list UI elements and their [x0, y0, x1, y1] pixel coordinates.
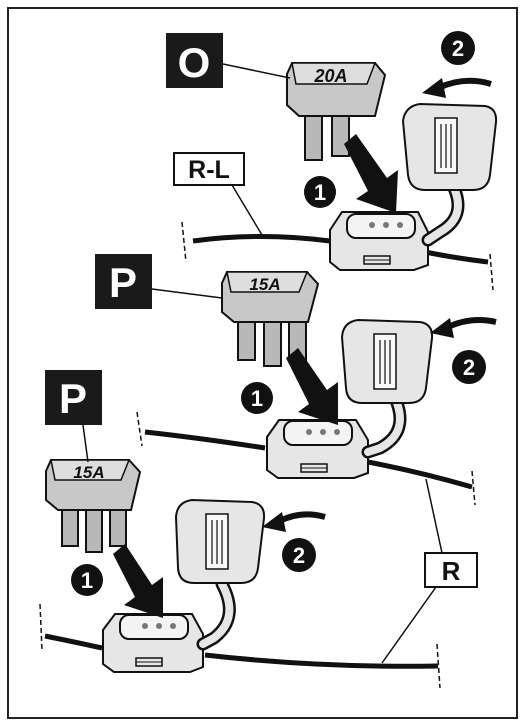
fuse-15a-bottom: 15A	[45, 459, 142, 553]
step-badge-2	[282, 538, 316, 572]
svg-text:1: 1	[251, 386, 263, 411]
svg-text:2: 2	[293, 543, 305, 568]
label-p-text: P	[109, 259, 137, 306]
fuse-holder-bottom	[102, 613, 204, 673]
fuse-holder-middle	[266, 419, 369, 479]
leader-line	[82, 424, 89, 463]
label-r-text: R	[442, 556, 461, 586]
step-badge-2	[441, 31, 475, 65]
label-box-r	[424, 552, 478, 588]
fuse-holder-cap-bottom	[174, 498, 266, 584]
curved-arrow-icon	[444, 317, 497, 331]
curved-arrow-icon	[436, 77, 492, 91]
fuse-holder-cap-middle	[340, 318, 434, 404]
fuse-rating-label: 20A	[313, 66, 347, 86]
curved-arrow-icon	[276, 511, 326, 525]
insert-arrow-icon	[344, 134, 398, 213]
leader-line	[222, 63, 291, 79]
insert-arrow-icon	[286, 348, 338, 425]
svg-text:2: 2	[463, 355, 475, 380]
fuse-assembly-bottom: 15A P R 1 2	[39, 370, 478, 689]
wire-break-mark	[181, 221, 187, 263]
leader-line	[381, 586, 437, 664]
label-box-p	[45, 370, 102, 425]
label-box-rl	[173, 152, 245, 186]
fuse-holder-cap-top	[401, 102, 498, 191]
wire-break-mark	[136, 411, 143, 447]
leader-line	[425, 478, 443, 554]
step-badge-1	[241, 382, 273, 414]
fuse-assembly-middle: 15A P 1 2	[95, 254, 497, 506]
leader-line	[151, 288, 223, 299]
wire-break-mark	[471, 470, 476, 506]
fuse-assembly-top: 20A O R-L 1 2	[166, 31, 498, 291]
insert-arrow-icon	[113, 544, 163, 618]
svg-text:1: 1	[314, 180, 326, 205]
wire-break-mark	[39, 603, 43, 651]
wire-mid-right	[367, 459, 473, 490]
label-o-text: O	[178, 39, 211, 86]
wire-top-right	[424, 249, 489, 265]
fuse-15a-middle: 15A	[221, 271, 320, 367]
wire-bot-left	[44, 633, 103, 651]
step-badge-1	[304, 176, 336, 208]
leader-line	[231, 184, 263, 236]
svg-text:2: 2	[452, 36, 464, 61]
label-box-o	[166, 33, 223, 88]
wire-break-mark	[436, 643, 441, 689]
wire-top-left	[192, 234, 331, 244]
wire-break-mark	[489, 253, 494, 291]
label-p-text: P	[59, 375, 87, 422]
frame-border	[7, 7, 518, 719]
fuse-20a: 20A	[286, 62, 387, 161]
step-badge-2	[452, 350, 486, 384]
step-badge-1	[71, 564, 103, 596]
label-rl-text: R-L	[188, 156, 230, 184]
fuse-holder-top	[329, 211, 429, 271]
svg-text:1: 1	[81, 568, 93, 593]
label-box-p	[95, 254, 152, 309]
fuse-rating-label: 15A	[249, 275, 280, 294]
wire-mid-left	[144, 429, 266, 451]
wire-bot-right	[204, 652, 439, 669]
fuse-rating-label: 15A	[73, 463, 104, 482]
